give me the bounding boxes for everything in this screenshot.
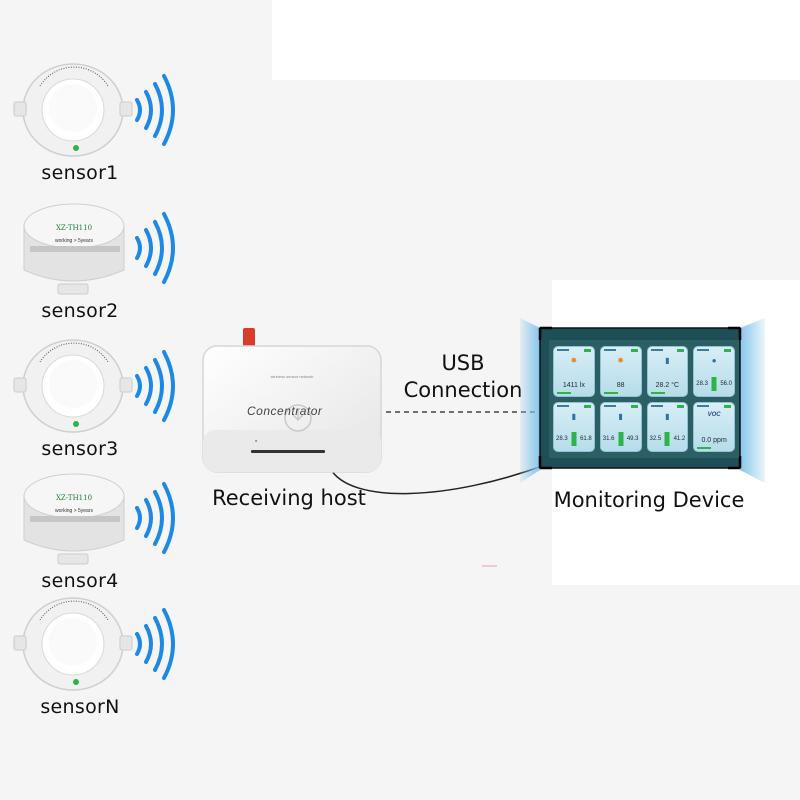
sensor-label: sensor4 xyxy=(41,570,119,592)
tile-right-value: 41.2 xyxy=(673,436,686,442)
sensor-device-icon xyxy=(13,63,175,157)
tile-left-value: 28.3 xyxy=(696,380,708,387)
sensor-3: sensor3 xyxy=(0,338,190,468)
dashboard-tile[interactable]: ▮ 28.2 °C xyxy=(646,346,689,397)
concentrator-device: wireless sensor network ■ Concentrator xyxy=(195,320,390,480)
dashboard-tile[interactable]: ▮ 28.3 61.8 xyxy=(553,401,595,452)
background-panel-top xyxy=(272,0,800,80)
antenna-led xyxy=(243,328,255,350)
dashboard-tile[interactable]: ● 28.3 56.0 xyxy=(693,346,735,397)
usb-label-line1: USB xyxy=(441,351,485,375)
thermometer-icon: ▮ xyxy=(571,411,577,421)
sun-icon: ✸ xyxy=(617,356,624,365)
sensor-device-icon xyxy=(13,597,175,691)
sensor-2: XZ-TH110 working > 5years sensor2 xyxy=(0,200,190,330)
dashboard-tile[interactable]: ▮ 32.5 41.2 xyxy=(646,401,689,452)
svg-text:working > 5years: working > 5years xyxy=(55,508,93,514)
thermometer-icon: ▮ xyxy=(618,411,623,421)
tile-level-bar xyxy=(571,432,577,446)
svg-text:working > 5years: working > 5years xyxy=(55,238,93,244)
sensor-label: sensor3 xyxy=(41,438,119,460)
dashboard-tile[interactable]: ✸ 1411 lx xyxy=(553,346,595,397)
tile-right-value: 49.3 xyxy=(626,436,639,442)
sensor-device-icon: XZ-TH110 working > 5years xyxy=(23,473,175,565)
tile-level-bar xyxy=(618,432,624,446)
wireless-signal-icon xyxy=(135,608,175,680)
svg-text:XZ-TH110: XZ-TH110 xyxy=(56,494,92,502)
tile-left-value: 31.6 xyxy=(602,436,615,442)
usb-label-line2: Connection xyxy=(403,378,523,402)
monitoring-device-label: Monitoring Device xyxy=(553,488,745,512)
wireless-signal-icon xyxy=(135,212,175,284)
sensor-device-icon: XZ-TH110 working > 5years xyxy=(23,203,175,295)
receiving-host-label: Receiving host xyxy=(212,486,366,510)
tile-level-bar xyxy=(664,432,670,446)
svg-text:■: ■ xyxy=(255,438,258,443)
monitor-screen: ✸ 1411 lx ✸ 88 ▮ 28.2 °C ● 28.3 56.0 ▮ 28.3 61.8 ▮ 3… xyxy=(549,340,739,458)
usb-connection-label: USB Connection xyxy=(388,350,538,404)
usb-cable xyxy=(329,464,546,495)
thermometer-icon: ▮ xyxy=(665,411,670,421)
sensor-5: sensorN xyxy=(0,596,190,726)
sensor-label: sensorN xyxy=(40,696,120,718)
tile-value: 0.0 ppm xyxy=(701,437,727,444)
wireless-signal-icon xyxy=(135,350,175,422)
tile-title: VOC xyxy=(707,411,721,418)
tile-value: 1411 lx xyxy=(562,381,585,389)
sensor-label: sensor1 xyxy=(41,162,119,184)
wireless-signal-icon xyxy=(135,74,175,146)
thermometer-icon: ▮ xyxy=(665,356,670,365)
sensor-device-icon xyxy=(13,339,175,433)
svg-text:wireless sensor network: wireless sensor network xyxy=(271,374,314,379)
wireless-signal-icon xyxy=(135,482,175,554)
tile-right-value: 61.8 xyxy=(580,436,592,442)
dashboard-tile[interactable]: ▮ 31.6 49.3 xyxy=(599,401,642,452)
sensor-4: XZ-TH110 working > 5years sensor4 xyxy=(0,470,190,600)
tile-value: 88 xyxy=(616,381,625,389)
tile-level-bar xyxy=(711,376,717,391)
tile-value: 28.2 °C xyxy=(655,381,680,389)
tile-right-value: 56.0 xyxy=(720,380,732,387)
sun-icon: ✸ xyxy=(570,356,578,365)
svg-text:XZ-TH110: XZ-TH110 xyxy=(56,224,92,232)
dashboard-tile[interactable]: ✸ 88 xyxy=(599,346,642,397)
tile-left-value: 32.5 xyxy=(649,436,662,442)
sensor-label: sensor2 xyxy=(41,300,119,322)
dashboard-tile[interactable]: VOC 0.0 ppm xyxy=(693,401,735,452)
sensor-1: sensor1 xyxy=(0,62,190,192)
tile-left-value: 28.3 xyxy=(556,436,568,442)
concentrator-text: Concentrator xyxy=(247,404,323,418)
droplet-icon: ● xyxy=(711,356,717,365)
